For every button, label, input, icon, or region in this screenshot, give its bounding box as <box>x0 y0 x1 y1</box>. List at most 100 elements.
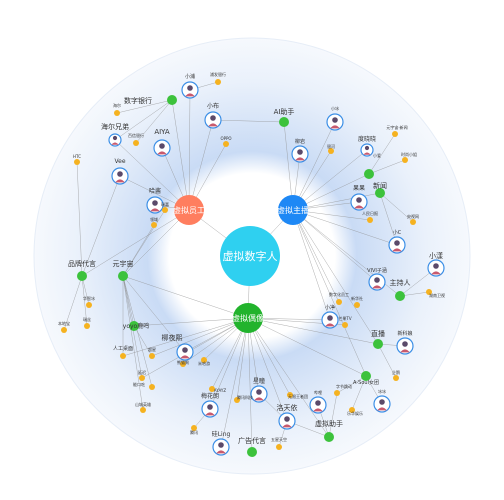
person-avatar-icon <box>332 117 338 123</box>
edge <box>114 139 190 211</box>
leaf-node[interactable] <box>402 157 408 163</box>
leaf-node[interactable] <box>392 131 398 137</box>
avatar-node[interactable] <box>108 133 122 147</box>
edge <box>292 209 331 321</box>
category-node[interactable] <box>77 271 87 281</box>
avatar-node[interactable] <box>181 81 199 99</box>
leaf-node[interactable] <box>201 357 207 363</box>
avatar-node[interactable] <box>427 259 445 277</box>
leaf-node[interactable] <box>287 392 293 398</box>
hub-node-anchor[interactable] <box>278 195 308 225</box>
category-node[interactable] <box>324 432 334 442</box>
leaf-node[interactable] <box>367 217 373 223</box>
hub-node-employee[interactable] <box>174 195 204 225</box>
leaf-node[interactable] <box>410 219 416 225</box>
category-node[interactable] <box>167 95 177 105</box>
avatar-node[interactable] <box>212 438 230 456</box>
avatar-node[interactable] <box>176 343 194 361</box>
avatar-node[interactable] <box>201 400 219 418</box>
avatar-body <box>282 424 292 428</box>
leaf-node[interactable] <box>162 207 168 213</box>
center-node[interactable] <box>220 226 280 286</box>
node-label: 小浦 <box>185 73 195 80</box>
category-node[interactable] <box>375 188 385 198</box>
avatar-node[interactable] <box>278 412 296 430</box>
leaf-node[interactable] <box>349 407 355 413</box>
avatar-node[interactable] <box>350 193 368 211</box>
edge <box>141 317 249 379</box>
node-label: 百信银行 <box>128 132 144 138</box>
category-node[interactable] <box>129 321 139 331</box>
leaf-node[interactable] <box>426 289 432 295</box>
leaf-node[interactable] <box>84 323 90 329</box>
leaf-node[interactable] <box>276 444 282 450</box>
leaf-node[interactable] <box>149 384 155 390</box>
leaf-node[interactable] <box>140 407 146 413</box>
avatar-node[interactable] <box>204 111 222 129</box>
avatar-node[interactable] <box>396 337 414 355</box>
avatar-node[interactable] <box>111 167 129 185</box>
avatar-node[interactable] <box>368 273 386 291</box>
avatar-body <box>185 93 195 97</box>
avatar-node[interactable] <box>360 143 374 157</box>
node-label: 果果 <box>353 185 365 192</box>
leaf-node[interactable] <box>328 148 334 154</box>
edge <box>135 99 173 144</box>
leaf-node[interactable] <box>139 375 145 381</box>
leaf-node[interactable] <box>336 299 342 305</box>
edge <box>379 192 414 223</box>
avatar-node[interactable] <box>291 145 309 163</box>
leaf-node[interactable] <box>234 397 240 403</box>
leaf-node[interactable] <box>180 361 186 367</box>
leaf-node[interactable] <box>74 159 80 165</box>
node-label: 直播 <box>371 329 385 338</box>
edge <box>76 161 83 277</box>
category-node[interactable] <box>279 117 289 127</box>
leaf-node[interactable] <box>342 322 348 328</box>
leaf-node[interactable] <box>61 327 67 333</box>
node-label: 哔哩 <box>314 389 322 395</box>
leaf-node[interactable] <box>151 222 157 228</box>
leaf-node[interactable] <box>215 79 221 85</box>
leaf-node[interactable] <box>114 110 120 116</box>
avatar-body <box>392 248 402 252</box>
avatar-node[interactable] <box>326 113 344 131</box>
avatar-node[interactable] <box>373 395 391 413</box>
hub-label-employee: 虚拟员工 <box>173 205 205 215</box>
edge <box>122 275 144 411</box>
leaf-node[interactable] <box>86 302 92 308</box>
category-node[interactable] <box>247 447 257 457</box>
avatar-node[interactable] <box>321 311 339 329</box>
leaf-node[interactable] <box>191 425 197 431</box>
edge <box>247 317 379 345</box>
node-label: 五星天空 <box>271 436 287 442</box>
category-node[interactable] <box>118 271 128 281</box>
edge <box>151 317 249 357</box>
leaf-node[interactable] <box>334 390 340 396</box>
avatar-node[interactable] <box>309 396 327 414</box>
leaf-node[interactable] <box>393 375 399 381</box>
node-label: 时尚小姐 <box>401 151 417 157</box>
category-node[interactable] <box>373 339 383 349</box>
avatar-node[interactable] <box>153 139 171 157</box>
leaf-node[interactable] <box>133 140 139 146</box>
avatar-node[interactable] <box>146 196 164 214</box>
leaf-node[interactable] <box>120 353 126 359</box>
hub-node-idol[interactable] <box>233 303 263 333</box>
avatar-node[interactable] <box>388 236 406 254</box>
leaf-node[interactable] <box>149 353 155 359</box>
category-node[interactable] <box>361 371 371 381</box>
person-avatar-icon <box>394 240 400 246</box>
category-node[interactable] <box>364 169 374 179</box>
category-node[interactable] <box>395 291 405 301</box>
leaf-node[interactable] <box>354 302 360 308</box>
avatar-body <box>354 205 364 209</box>
edge <box>114 99 173 141</box>
person-avatar-icon <box>327 315 333 321</box>
avatar-node[interactable] <box>250 385 268 403</box>
leaf-node[interactable] <box>209 386 215 392</box>
edge <box>368 159 406 175</box>
edge <box>247 317 367 377</box>
leaf-node[interactable] <box>223 141 229 147</box>
